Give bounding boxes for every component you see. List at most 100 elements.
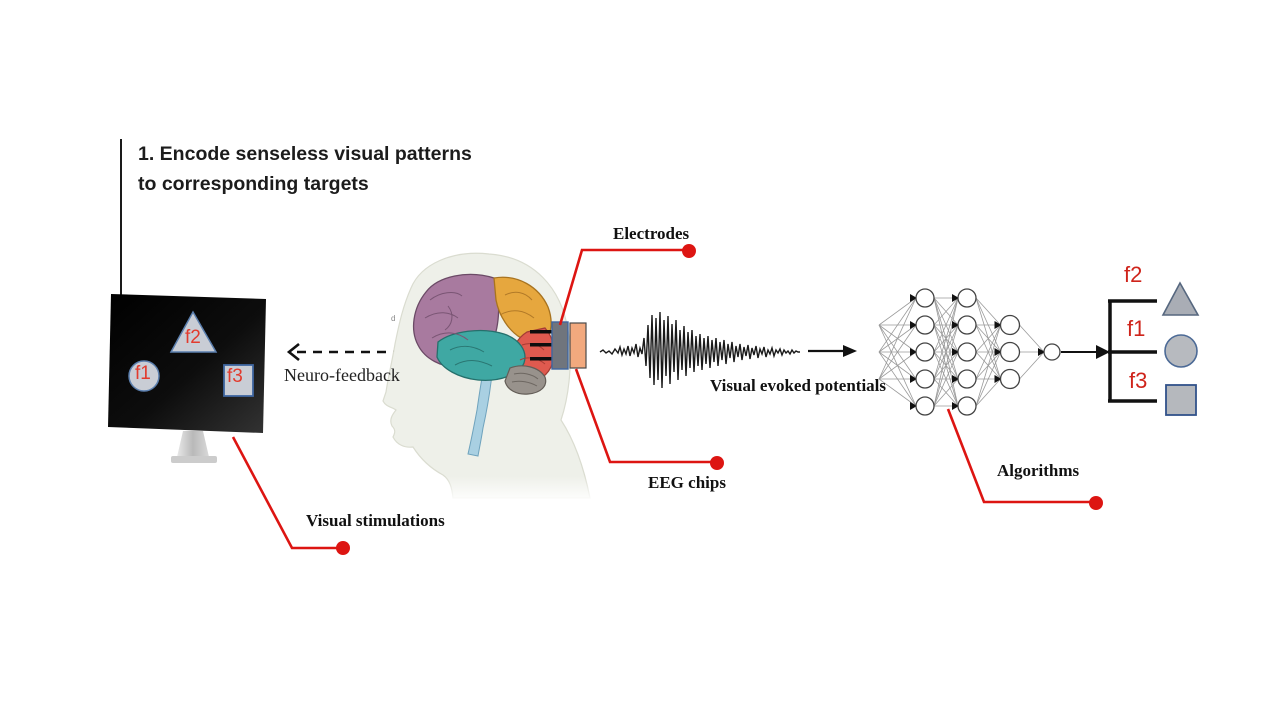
network-node	[957, 396, 977, 416]
stimulus-monitor	[108, 294, 266, 463]
callout-dots	[336, 244, 1103, 555]
stimulus-label-f3: f3	[227, 366, 243, 387]
network-node	[957, 342, 977, 362]
network-connection	[975, 351, 1001, 407]
network-connection	[878, 297, 917, 380]
network-connection	[878, 378, 917, 407]
stimulus-circle	[128, 360, 160, 392]
network-node	[915, 342, 935, 362]
target-bracket	[1108, 299, 1157, 403]
eeg-chips-leader	[574, 368, 717, 464]
neural-network	[878, 288, 1061, 416]
connection-arrowhead	[952, 348, 959, 356]
decoder-arrow	[1061, 345, 1110, 359]
callout-leaders	[231, 248, 1096, 550]
network-node	[915, 369, 935, 389]
connection-arrowhead	[952, 375, 959, 383]
visual-stimulations-leader	[231, 436, 343, 550]
network-connection	[933, 324, 959, 407]
stimulus-label-f1: f1	[135, 363, 151, 384]
electrodes-dot	[682, 244, 696, 258]
target-circle	[1164, 334, 1198, 368]
network-connection	[933, 297, 959, 407]
network-connection	[933, 297, 959, 380]
eeg-chips-dot	[710, 456, 724, 470]
stimulus-label-f2: f2	[185, 327, 201, 348]
network-node	[1043, 343, 1061, 361]
visual-stimulations-dot	[336, 541, 350, 555]
network-connection	[933, 297, 959, 326]
cerebellum	[504, 365, 547, 395]
network-node	[957, 315, 977, 335]
network-connection	[975, 378, 1001, 407]
signal-arrow	[808, 345, 857, 357]
watermark-glyph: d	[391, 314, 396, 323]
silhouette-fade	[375, 476, 625, 502]
visual-stimulations-label: Visual stimulations	[306, 511, 445, 530]
network-connection	[933, 378, 959, 407]
eeg-waveform	[599, 311, 800, 389]
network-node	[999, 368, 1021, 390]
brainstem	[467, 371, 493, 457]
figure-title: 1. Encode senseless visual patterns to c…	[138, 139, 538, 199]
monitor-screen	[108, 294, 266, 433]
electrode-assembly	[530, 321, 587, 370]
electrode-pin	[530, 357, 554, 361]
temporal-lobe	[436, 329, 526, 381]
network-node	[915, 288, 935, 308]
electrodes-leader	[558, 248, 689, 326]
network-connection	[933, 351, 959, 407]
connection-arrowhead	[910, 294, 917, 302]
head-silhouette	[375, 252, 625, 502]
electrodes-label: Electrodes	[613, 224, 690, 243]
network-connection	[975, 324, 1001, 407]
visual-evoked-potentials-label: Visual evoked potentials	[710, 376, 887, 395]
network-node	[957, 288, 977, 308]
network-node	[957, 369, 977, 389]
connection-arrowhead	[1038, 348, 1045, 356]
figure-title-line2: to corresponding targets	[138, 173, 369, 195]
target-label-f2: f2	[1124, 262, 1143, 287]
network-connection	[878, 324, 917, 380]
target-label-f1: f1	[1127, 316, 1146, 341]
connection-arrowhead	[910, 375, 917, 383]
network-connection	[878, 297, 917, 353]
connection-arrowhead	[994, 375, 1002, 383]
target-square	[1165, 384, 1197, 416]
stimulus-triangle	[169, 310, 218, 353]
monitor-stand	[177, 431, 209, 457]
electrode-pin	[530, 343, 554, 347]
target-label-f3: f3	[1129, 368, 1148, 393]
eeg-chip	[569, 322, 587, 369]
network-node	[999, 314, 1021, 336]
network-connection	[975, 324, 1001, 380]
network-connection	[878, 297, 917, 326]
stimulus-square	[223, 364, 254, 397]
target-triangle	[1161, 281, 1200, 316]
network-connection	[878, 351, 917, 380]
connection-arrowhead	[910, 402, 917, 410]
electrode-connector	[551, 321, 569, 370]
monitor-base	[171, 456, 217, 463]
connection-arrowhead	[994, 348, 1002, 356]
network-connection	[933, 297, 959, 353]
connection-arrowhead	[952, 294, 959, 302]
connection-arrowhead	[952, 402, 959, 410]
electrode-pin	[530, 330, 554, 334]
network-connection	[975, 297, 1001, 326]
figure-title-line1: 1. Encode senseless visual patterns	[138, 143, 472, 165]
network-connection	[1019, 351, 1045, 380]
connection-arrowhead	[994, 321, 1002, 329]
network-node	[915, 315, 935, 335]
connection-arrowhead	[952, 321, 959, 329]
connection-arrowhead	[910, 321, 917, 329]
network-node	[915, 396, 935, 416]
algorithms-label: Algorithms	[997, 461, 1080, 480]
network-node	[999, 341, 1021, 363]
algorithms-leader	[946, 408, 1096, 504]
network-connection	[1019, 324, 1045, 353]
neuro-feedback-label: Neuro-feedback	[284, 365, 400, 385]
algorithms-dot	[1089, 496, 1103, 510]
